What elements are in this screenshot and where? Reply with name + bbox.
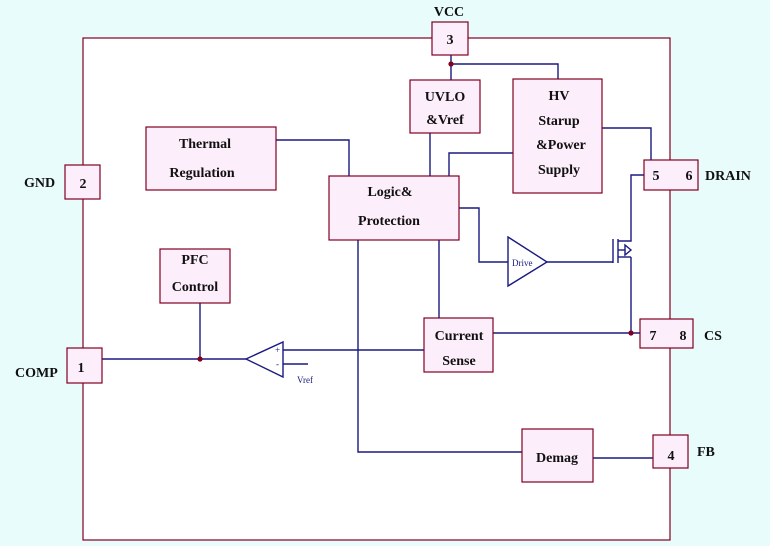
svg-text:Thermal: Thermal — [179, 137, 231, 152]
svg-text:&Power: &Power — [536, 138, 586, 153]
hv-startup-block: HV Starup &Power Supply — [512, 78, 603, 194]
svg-text:GND: GND — [24, 176, 55, 191]
pfc-control-block: PFC Control — [159, 248, 231, 304]
svg-text:2: 2 — [80, 177, 87, 192]
pin-comp: 1 COMP — [15, 347, 103, 384]
uvlo-vref-block: UVLO &Vref — [409, 79, 481, 134]
opamp-minus: - — [276, 359, 279, 369]
pin-drain: 5 6 DRAIN — [643, 159, 751, 191]
pin-cs: 7 8 CS — [639, 318, 722, 349]
svg-text:Sense: Sense — [442, 354, 475, 369]
current-sense-block: Current Sense — [423, 317, 494, 373]
svg-text:3: 3 — [447, 33, 454, 48]
svg-text:HV: HV — [549, 89, 570, 104]
svg-text:FB: FB — [697, 445, 715, 460]
junction-dot — [448, 61, 454, 67]
svg-text:Supply: Supply — [538, 163, 580, 178]
mosfet-icon — [612, 239, 633, 263]
svg-text:CS: CS — [704, 329, 722, 344]
svg-text:8: 8 — [680, 329, 687, 344]
opamp-plus: + — [275, 345, 280, 355]
svg-text:UVLO: UVLO — [425, 90, 466, 105]
pin-fb: 4 FB — [652, 434, 715, 469]
svg-text:5: 5 — [653, 169, 660, 184]
svg-text:Regulation: Regulation — [169, 166, 235, 181]
wires — [102, 55, 653, 459]
drive-buffer-icon — [507, 235, 549, 288]
svg-text:&Vref: &Vref — [426, 113, 464, 128]
junction-dot — [197, 356, 203, 362]
comparator-icon — [244, 340, 284, 379]
svg-text:Control: Control — [172, 280, 219, 295]
pin-vcc: 3 VCC — [431, 5, 469, 56]
svg-text:6: 6 — [686, 169, 693, 184]
svg-text:Protection: Protection — [358, 214, 420, 229]
pin-gnd: 2 GND — [24, 164, 101, 200]
thermal-regulation-block: Thermal Regulation — [145, 126, 277, 191]
vref-label: Vref — [297, 375, 313, 385]
svg-text:DRAIN: DRAIN — [705, 169, 751, 184]
svg-text:Starup: Starup — [538, 114, 579, 129]
svg-text:Current: Current — [435, 329, 484, 344]
drive-label: Drive — [512, 258, 533, 268]
svg-text:COMP: COMP — [15, 366, 58, 381]
svg-text:Logic&: Logic& — [367, 185, 412, 200]
svg-text:VCC: VCC — [434, 5, 464, 20]
logic-protection-block: Logic& Protection — [328, 175, 460, 241]
svg-text:1: 1 — [78, 361, 85, 376]
svg-text:7: 7 — [650, 329, 657, 344]
junction-dot — [628, 330, 634, 336]
svg-text:PFC: PFC — [181, 253, 208, 268]
svg-text:Demag: Demag — [536, 451, 578, 466]
svg-text:4: 4 — [668, 449, 675, 464]
demag-block: Demag — [521, 428, 594, 483]
